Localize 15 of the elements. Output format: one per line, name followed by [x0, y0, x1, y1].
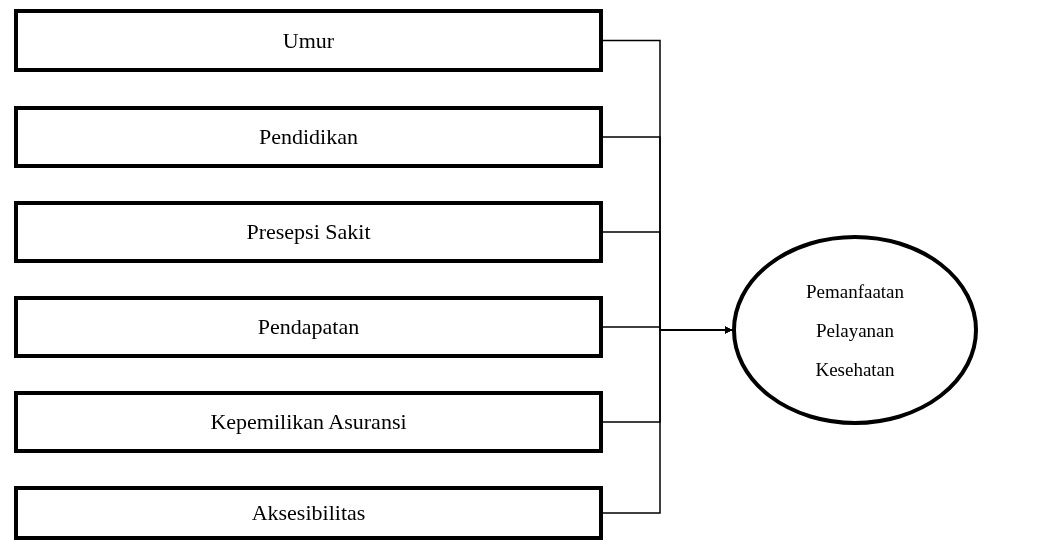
- factor-box: [14, 296, 603, 358]
- node-label: Pemanfaatan Pelayanan Kesehatan: [804, 279, 906, 382]
- connector-arrow: [602, 326, 733, 514]
- node-label: Aksesibilitas: [251, 500, 366, 526]
- factor-box: [14, 9, 603, 72]
- factor-box: [14, 486, 603, 540]
- node-label: Pendapatan: [257, 314, 360, 340]
- factor-box: [14, 391, 603, 453]
- node-label: Presepsi Sakit: [246, 219, 371, 245]
- factor-box: [14, 106, 603, 168]
- factor-box: [14, 201, 603, 263]
- outcome-ellipse: [732, 235, 978, 425]
- node-label: Kepemilikan Asuransi: [210, 409, 407, 435]
- node-label: Pendidikan: [259, 124, 358, 150]
- node-label: Umur: [282, 27, 335, 54]
